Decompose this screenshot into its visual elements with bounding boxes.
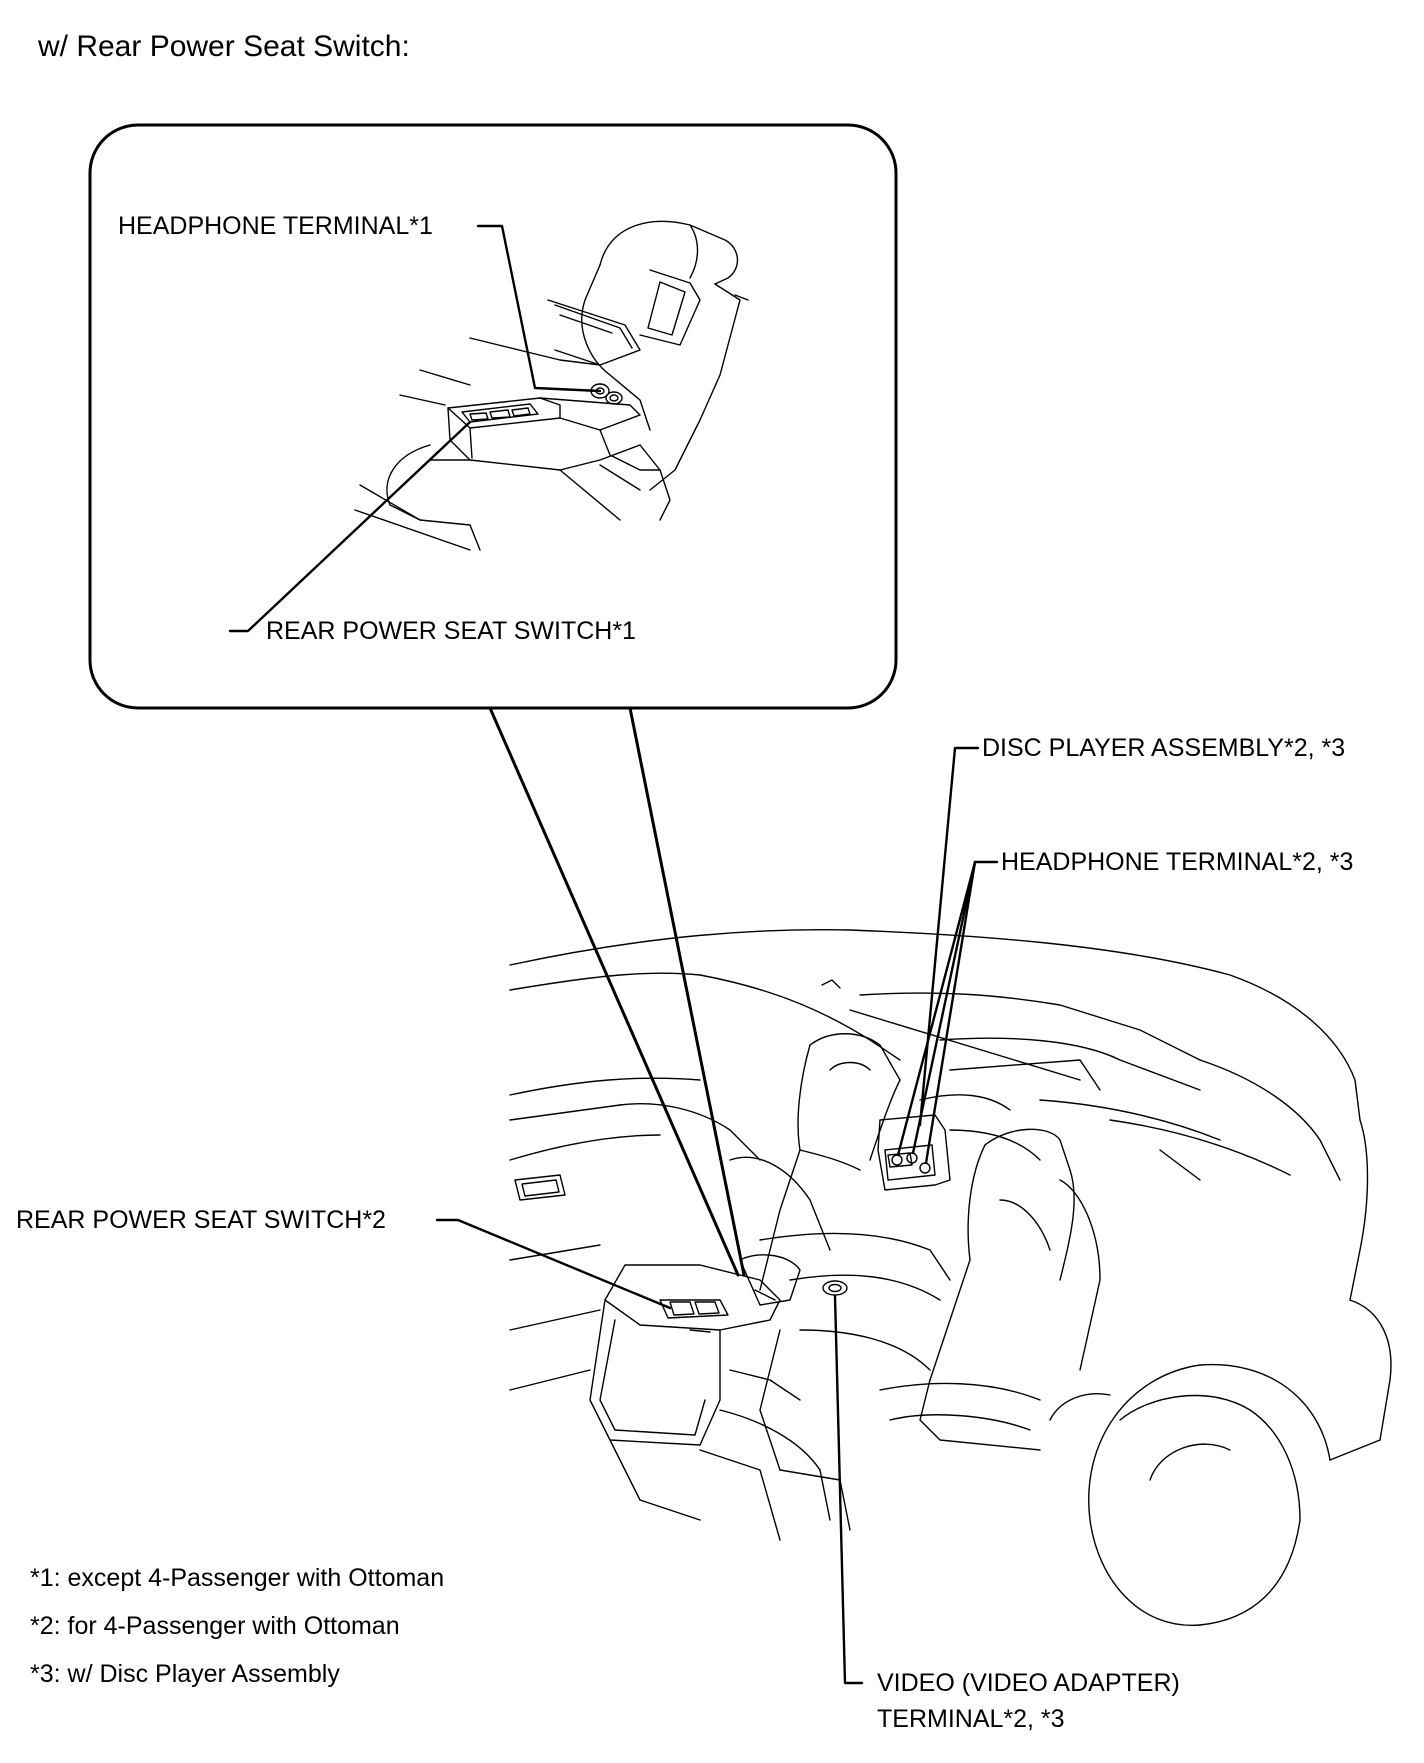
label-headphone-terminal-1: HEADPHONE TERMINAL*1	[118, 212, 433, 240]
leader-headphone-terminal-2-3-b	[911, 860, 977, 1155]
leader-rear-power-seat-switch-1	[228, 420, 472, 633]
label-rear-power-seat-switch-1: REAR POWER SEAT SWITCH*1	[266, 617, 636, 645]
label-headphone-terminal-2-3: HEADPHONE TERMINAL*2, *3	[1001, 848, 1354, 876]
footnote-2: *2: for 4-Passenger with Ottoman	[30, 1612, 400, 1640]
inset-frame	[88, 123, 898, 710]
inset-seat-illustration	[354, 220, 749, 551]
detail-inset	[88, 123, 898, 710]
inset-pointer-left	[488, 706, 740, 1277]
leader-disc-player-assembly	[918, 746, 980, 1127]
inset-pointer-right	[628, 706, 746, 1277]
page-title: w/ Rear Power Seat Switch:	[38, 30, 410, 63]
label-video-terminal-line2: TERMINAL*2, *3	[877, 1705, 1065, 1733]
label-video-terminal-line1: VIDEO (VIDEO ADAPTER)	[877, 1669, 1180, 1697]
leader-headphone-terminal-2-3-a	[896, 860, 999, 1157]
label-rear-power-seat-switch-2: REAR POWER SEAT SWITCH*2	[16, 1206, 386, 1234]
leader-headphone-terminal-2-3-c	[924, 860, 977, 1165]
label-disc-player-assembly: DISC PLAYER ASSEMBLY*2, *3	[982, 734, 1346, 762]
footnote-1: *1: except 4-Passenger with Ottoman	[30, 1564, 445, 1592]
leader-rear-power-seat-switch-2	[435, 1218, 672, 1310]
car-body-illustration	[509, 928, 1392, 1626]
leader-headphone-terminal-1	[476, 224, 602, 393]
footnote-3: *3: w/ Disc Player Assembly	[30, 1660, 340, 1688]
leader-video-terminal	[833, 1294, 864, 1685]
